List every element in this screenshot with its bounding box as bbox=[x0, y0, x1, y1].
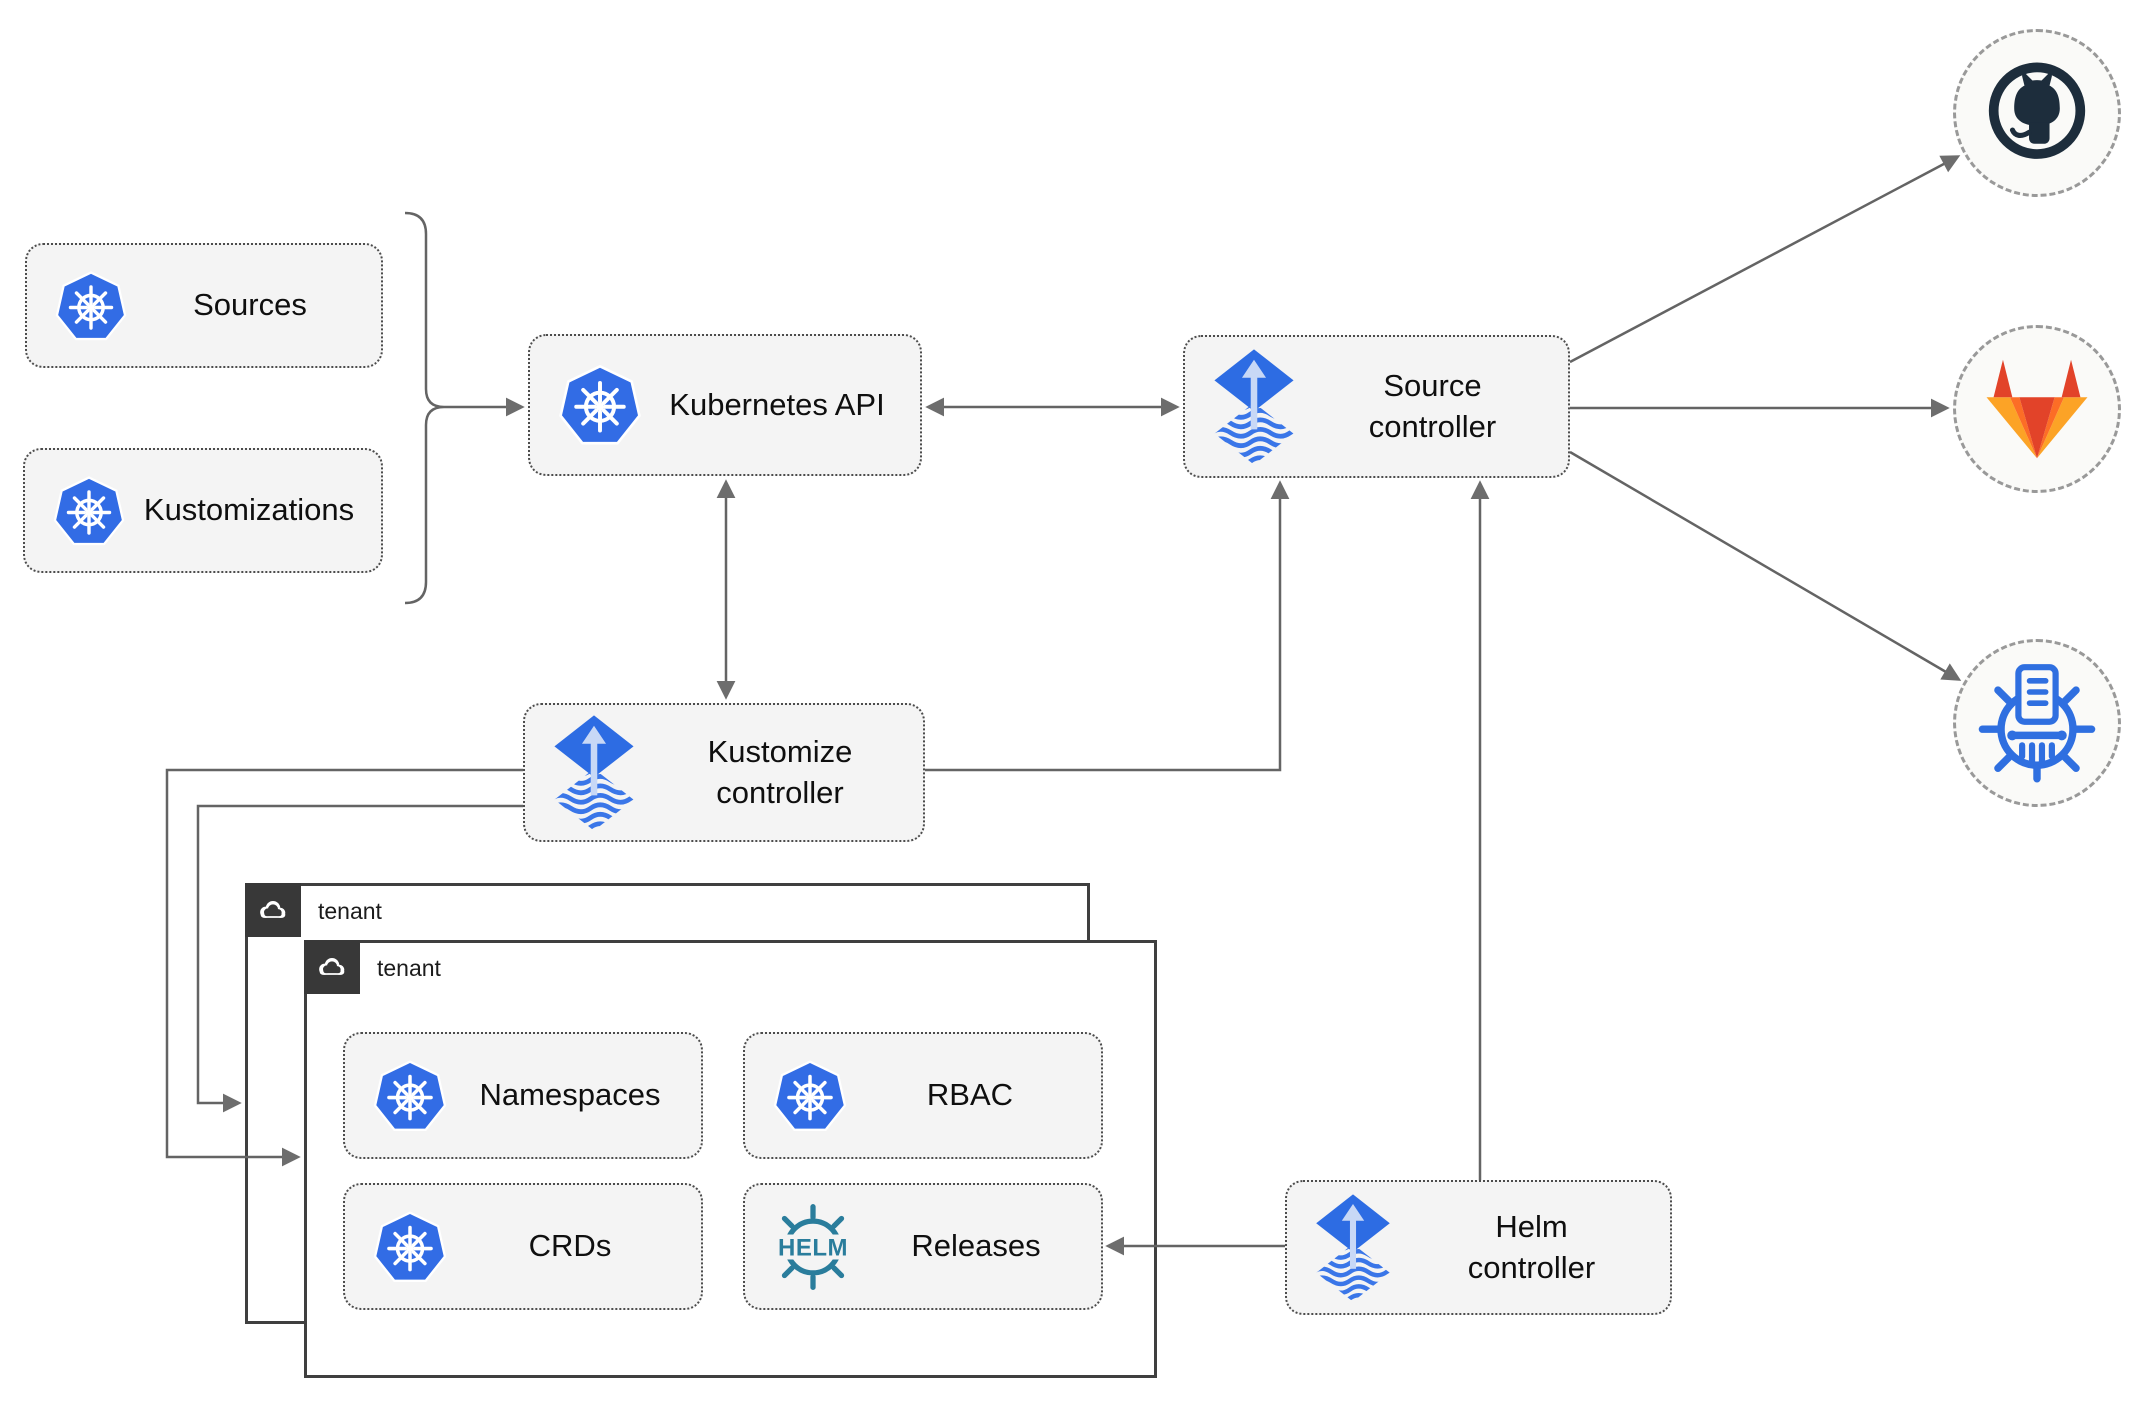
rbac-label: RBAC bbox=[926, 1077, 1014, 1113]
bracket-sources-group bbox=[404, 211, 445, 605]
helm-icon: HELM bbox=[765, 1197, 861, 1297]
node-releases: HELM Releases bbox=[743, 1183, 1103, 1310]
kubernetes-icon bbox=[53, 266, 129, 346]
kubernetes-icon bbox=[371, 1055, 449, 1137]
external-source-helm-repository bbox=[1953, 639, 2121, 807]
node-rbac: RBAC bbox=[743, 1032, 1103, 1159]
kustomize-controller-label: Kustomize controller bbox=[707, 734, 853, 810]
kubernetes-icon bbox=[51, 471, 127, 551]
chartmuseum-icon bbox=[1975, 661, 2099, 785]
arrow-source-controller-to-github bbox=[1569, 155, 1961, 364]
external-source-github bbox=[1953, 29, 2121, 197]
node-kustomizations: Kustomizations bbox=[23, 448, 383, 573]
sources-label: Sources bbox=[193, 287, 307, 323]
source-controller-label: Source controller bbox=[1368, 368, 1497, 444]
node-sources: Sources bbox=[25, 243, 383, 368]
svg-text:HELM: HELM bbox=[778, 1234, 848, 1261]
kubernetes-icon bbox=[371, 1206, 449, 1288]
kubernetes-icon bbox=[556, 359, 644, 451]
crds-label: CRDs bbox=[528, 1228, 612, 1264]
gitlab-icon bbox=[1978, 355, 2096, 463]
tenant-box-inner: tenant bbox=[304, 940, 1157, 1378]
releases-label: Releases bbox=[911, 1228, 1041, 1264]
kubernetes-icon bbox=[771, 1055, 849, 1137]
namespaces-label: Namespaces bbox=[479, 1077, 661, 1113]
kubernetes-api-label: Kubernetes API bbox=[669, 386, 885, 422]
flux-icon bbox=[551, 714, 637, 832]
node-namespaces: Namespaces bbox=[343, 1032, 703, 1159]
cloud-icon bbox=[313, 954, 351, 980]
kustomizations-label: Kustomizations bbox=[143, 492, 355, 528]
tenant-tab bbox=[304, 940, 360, 994]
helm-controller-label: Helm controller bbox=[1467, 1209, 1596, 1285]
node-helm-controller: Helm controller bbox=[1285, 1180, 1672, 1315]
node-kustomize-controller: Kustomize controller bbox=[523, 703, 925, 842]
arrow-source-controller-to-helm-repository bbox=[1569, 450, 1962, 681]
cloud-icon bbox=[254, 897, 292, 923]
tenant-label: tenant bbox=[318, 898, 382, 924]
external-source-gitlab bbox=[1953, 325, 2121, 493]
flux-icon bbox=[1211, 348, 1297, 466]
tenant-label: tenant bbox=[377, 955, 441, 981]
node-crds: CRDs bbox=[343, 1183, 703, 1310]
arrow-kustomize-controller-to-source-controller bbox=[925, 480, 1290, 772]
node-source-controller: Source controller bbox=[1183, 335, 1570, 478]
flux-icon bbox=[1313, 1193, 1393, 1303]
tenant-tab bbox=[245, 883, 301, 937]
node-kubernetes-api: Kubernetes API bbox=[528, 334, 922, 476]
github-icon bbox=[1980, 56, 2094, 170]
